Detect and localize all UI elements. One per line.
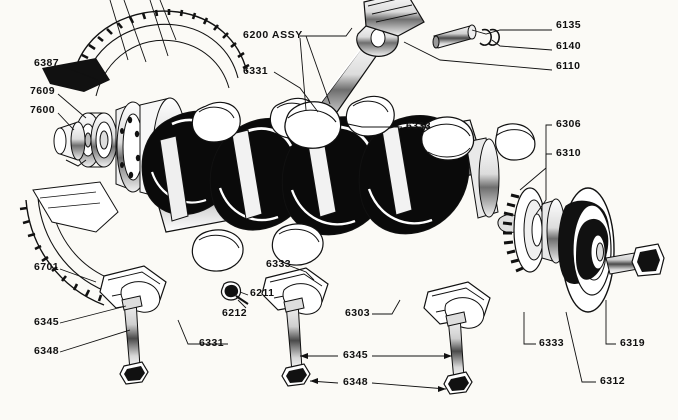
connecting-rod-piston-group	[284, 0, 536, 161]
callout-6331-bottom: 6331	[199, 337, 224, 349]
callout-6387: 6387	[34, 57, 59, 69]
callout-6331-top: 6331	[243, 65, 268, 77]
callout-6211: 6211	[250, 287, 275, 299]
callout-6110: 6110	[556, 60, 581, 72]
callout-6348-center: 6348	[343, 376, 368, 388]
callout-6701: 6701	[34, 261, 59, 273]
callout-6348-left: 6348	[34, 345, 59, 357]
callout-6306: 6306	[556, 118, 581, 130]
callout-6345-left: 6345	[34, 316, 59, 328]
callout-6333-cap: 6333	[266, 258, 291, 270]
callout-6200-assy: 6200 ASSY	[243, 29, 303, 41]
callout-6310: 6310	[556, 147, 581, 159]
callout-6319: 6319	[620, 337, 645, 349]
callout-6140: 6140	[556, 40, 581, 52]
rod-bolt-hardware-group	[220, 281, 249, 305]
rear-drive-group	[497, 187, 665, 313]
callout-6312: 6312	[600, 375, 625, 387]
callout-6333-rod: 6333	[406, 120, 431, 132]
piston-pin-group	[432, 24, 500, 49]
callout-6212: 6212	[222, 307, 247, 319]
flywheel-housing-group	[19, 9, 250, 306]
callout-6333-rear: 6333	[539, 337, 564, 349]
leader-lines	[57, 0, 616, 392]
callout-6303: 6303	[345, 307, 370, 319]
main-bearing-cap-group	[99, 265, 491, 395]
callout-7609: 7609	[30, 85, 55, 97]
callout-6345-center: 6345	[343, 349, 368, 361]
callout-6135: 6135	[556, 19, 581, 31]
callout-7600: 7600	[30, 104, 55, 116]
